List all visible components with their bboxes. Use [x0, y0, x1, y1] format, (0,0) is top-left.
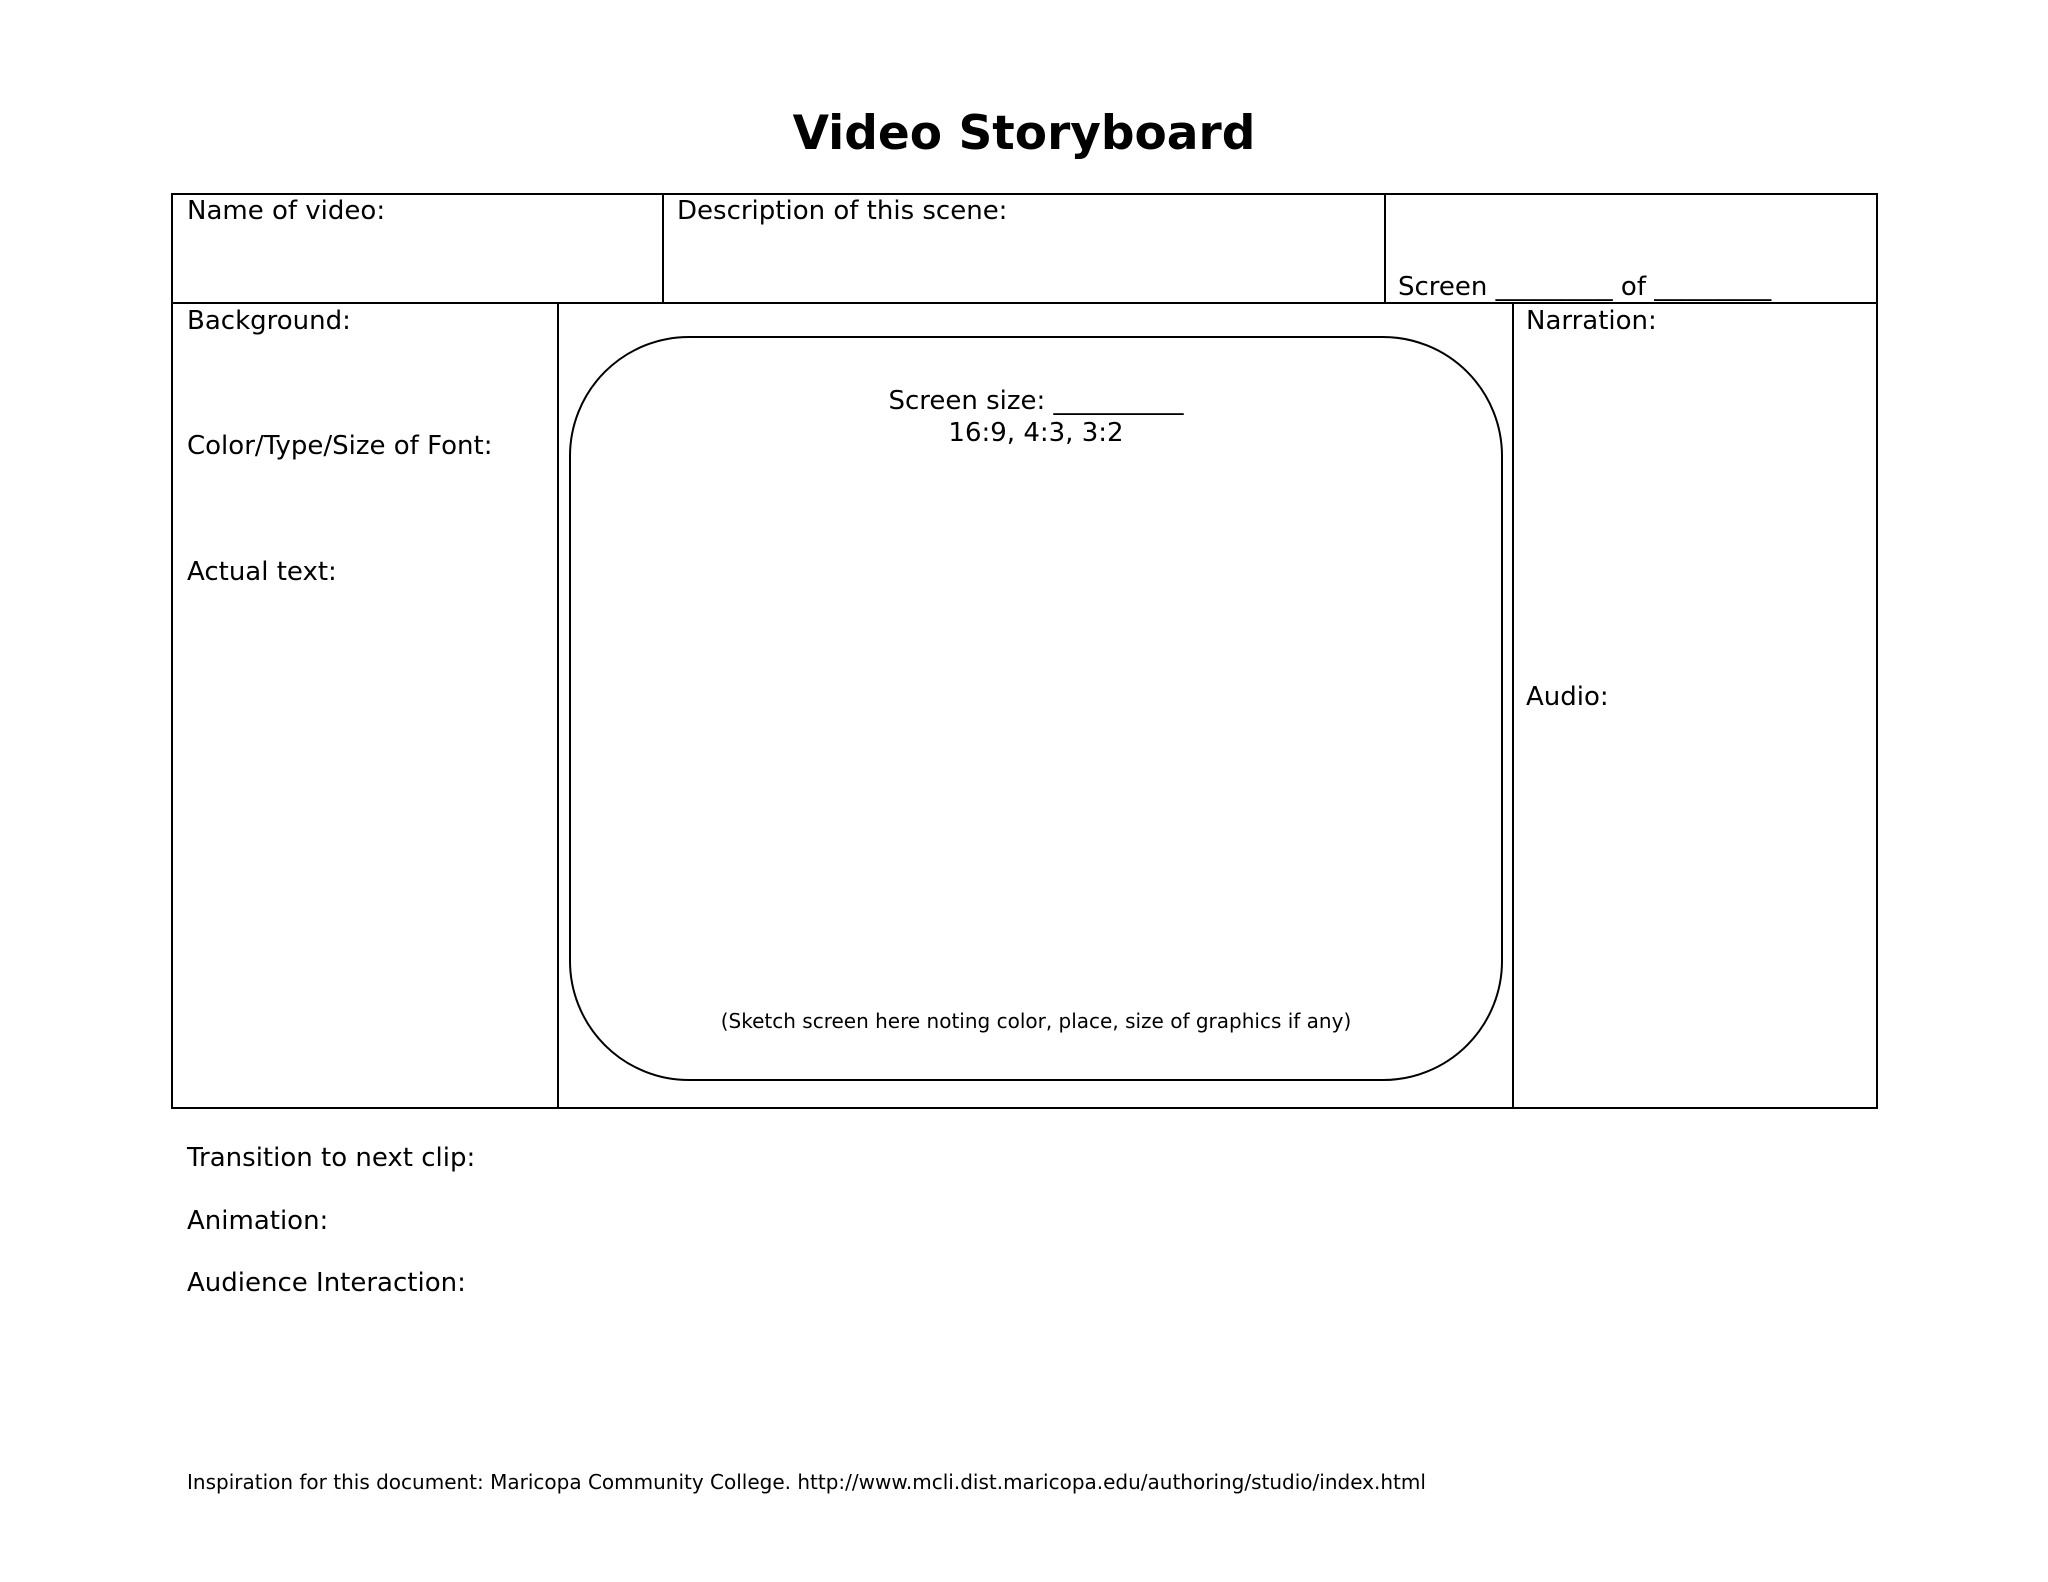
screen-size-label: Screen size: __________	[888, 386, 1184, 416]
font-label: Color/Type/Size of Font:	[187, 431, 493, 461]
header-row-divider	[171, 302, 1878, 304]
inspiration-footer: Inspiration for this document: Maricopa …	[187, 1470, 1426, 1494]
audio-label: Audio:	[1526, 682, 1609, 712]
background-label: Background:	[187, 306, 351, 336]
sketch-note: (Sketch screen here noting color, place,…	[720, 1009, 1352, 1033]
table-border-right	[1876, 193, 1878, 1109]
aspect-ratios-text: 16:9, 4:3, 3:2	[948, 418, 1124, 448]
screen-counter-label: Screen _________ of _________	[1398, 272, 1772, 302]
table-border-bottom	[171, 1107, 1878, 1109]
sketch-frame	[569, 336, 1503, 1081]
page-title: Video Storyboard	[792, 106, 1256, 161]
audience-interaction-label: Audience Interaction:	[187, 1268, 466, 1298]
narration-label: Narration:	[1526, 306, 1657, 336]
table-border-top	[171, 193, 1878, 195]
header-divider-2	[1384, 193, 1386, 303]
header-divider-1	[662, 193, 664, 303]
name-of-video-label: Name of video:	[187, 196, 386, 226]
body-divider-left	[557, 302, 559, 1108]
table-border-left	[171, 193, 173, 1109]
scene-description-label: Description of this scene:	[677, 196, 1008, 226]
animation-label: Animation:	[187, 1206, 329, 1236]
body-divider-right	[1512, 302, 1514, 1108]
transition-label: Transition to next clip:	[187, 1143, 476, 1173]
actual-text-label: Actual text:	[187, 557, 337, 587]
